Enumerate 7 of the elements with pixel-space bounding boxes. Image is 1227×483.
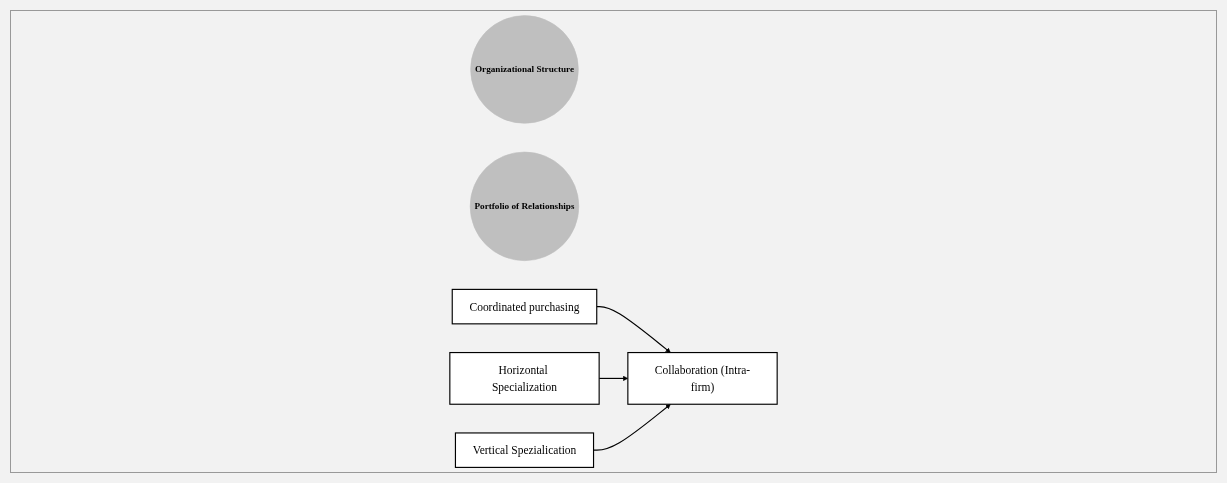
arrow — [596, 306, 671, 353]
node-circle: Portfolio of Relationships — [469, 151, 580, 261]
node-box: Coordinated purchasing — [451, 288, 598, 325]
node-circle: Organizational Structure — [470, 15, 579, 124]
node-box: Vertical Spezialication — [454, 432, 595, 468]
node-box: Horizontal Specialization — [449, 352, 600, 405]
node-box: Collaboration (Intra-firm) — [627, 352, 778, 405]
